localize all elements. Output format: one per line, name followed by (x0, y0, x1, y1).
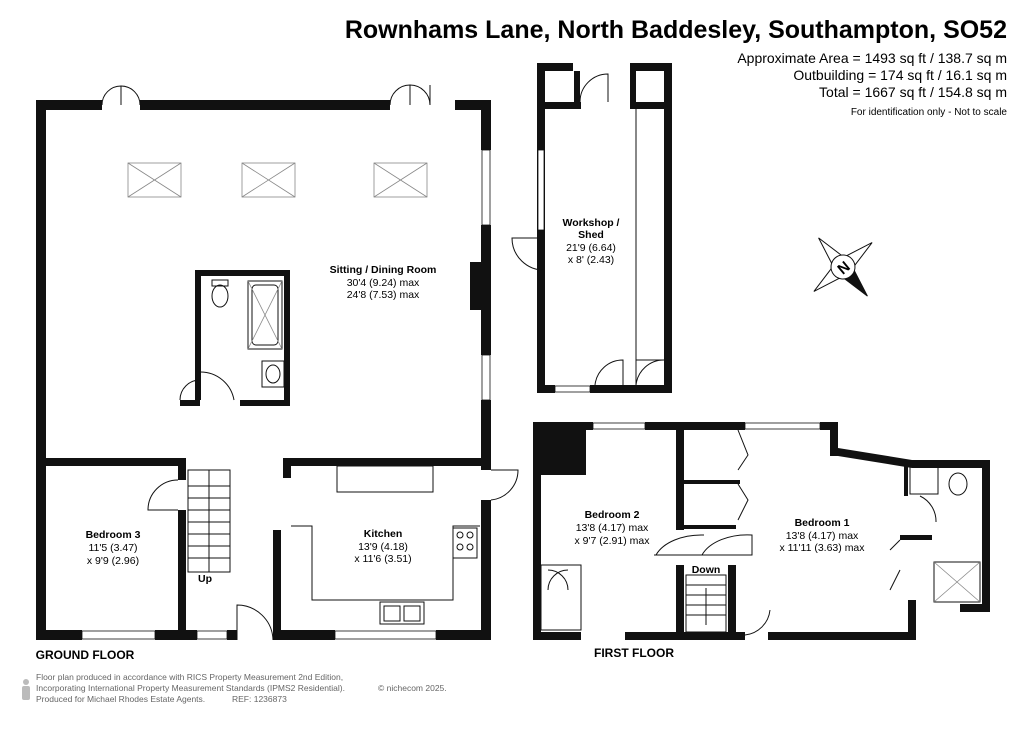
sitting-room-dim2: 24'8 (7.53) max (347, 289, 420, 301)
footer-copyright: © nichecom 2025. (378, 683, 447, 693)
workshop-plan (511, 63, 672, 393)
sitting-room-name: Sitting / Dining Room (330, 264, 437, 276)
workshop-dim2: x 8' (2.43) (568, 254, 614, 266)
total-area-text: Total = 1667 sq ft / 154.8 sq m (819, 84, 1007, 100)
bedroom2-name: Bedroom 2 (585, 509, 640, 521)
kitchen-dim1: 13'9 (4.18) (358, 541, 408, 553)
person-icon (22, 679, 30, 700)
bedroom3-dim1: 11'5 (3.47) (88, 542, 137, 554)
ground-floor-label: GROUND FLOOR (36, 648, 135, 662)
footer-line3: Produced for Michael Rhodes Estate Agent… (36, 694, 205, 704)
kitchen-dim2: x 11'6 (3.51) (354, 553, 411, 565)
bedroom3-dim2: x 9'9 (2.96) (87, 555, 139, 567)
bedroom1-name: Bedroom 1 (795, 517, 850, 529)
disclaimer-text: For identification only - Not to scale (851, 107, 1008, 118)
ground-floor-plan (36, 84, 519, 641)
outbuilding-area-text: Outbuilding = 174 sq ft / 16.1 sq m (793, 67, 1007, 83)
first-floor-label: FIRST FLOOR (594, 646, 674, 660)
stairs-up-label: Up (198, 573, 212, 585)
sitting-room-dim1: 30'4 (9.24) max (347, 277, 420, 289)
workshop-dim1: 21'9 (6.64) (566, 242, 616, 254)
first-floor-plan (533, 422, 990, 640)
bedroom3-name: Bedroom 3 (86, 529, 141, 541)
bedroom1-dim2: x 11'11 (3.63) max (779, 542, 865, 554)
workshop-name-1: Workshop / (563, 217, 620, 229)
footer-line1: Floor plan produced in accordance with R… (36, 672, 343, 682)
workshop-name-2: Shed (578, 229, 604, 241)
footer-ref: REF: 1236873 (232, 694, 287, 704)
footer-line2: Incorporating International Property Mea… (36, 683, 345, 693)
kitchen-name: Kitchen (364, 528, 403, 540)
bedroom2-dim1: 13'8 (4.17) max (576, 522, 649, 534)
bedroom1-dim1: 13'8 (4.17) max (786, 530, 859, 542)
page-title: Rownhams Lane, North Baddesley, Southamp… (345, 16, 1007, 44)
compass-icon (813, 237, 873, 297)
stairs-down-label: Down (692, 564, 721, 576)
bedroom2-dim2: x 9'7 (2.91) max (575, 535, 651, 547)
approx-area-text: Approximate Area = 1493 sq ft / 138.7 sq… (737, 50, 1007, 66)
